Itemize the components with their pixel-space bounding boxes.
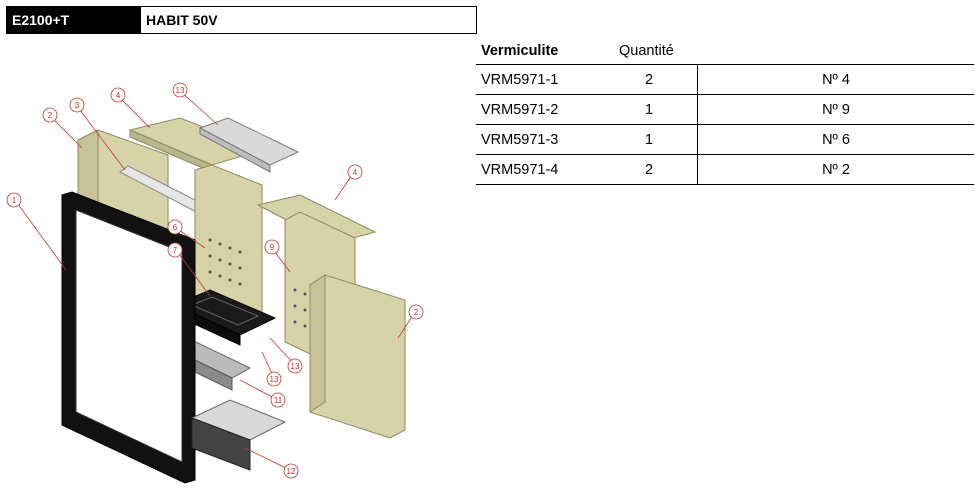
model-label: E2100+T [7, 7, 141, 33]
parts-table: Vermiculite Quantité VRM5971-1 2 Nº 4 VR… [476, 38, 974, 185]
callout-label: 4 [353, 168, 358, 177]
table-row: VRM5971-3 1 Nº 6 [476, 124, 974, 155]
callout-label: 9 [270, 243, 275, 252]
part-quantity: 2 [601, 64, 698, 95]
callout-label: 11 [274, 396, 283, 405]
title-bar: E2100+T HABIT 50V [6, 6, 477, 34]
part-reference: VRM5971-1 [476, 64, 601, 95]
part-reference: VRM5971-3 [476, 124, 601, 155]
callout-label: 7 [173, 246, 178, 255]
table-header-row: Vermiculite Quantité [476, 38, 974, 65]
table-row: VRM5971-4 2 Nº 2 [476, 154, 974, 185]
column-header-quantity: Quantité [619, 43, 674, 59]
callout-label: 6 [173, 223, 178, 232]
exploded-view-diagram: 1 2 3 4 13 4 6 7 9 2 13 13 11 12 [6, 82, 424, 484]
part-number: Nº 4 [697, 64, 974, 95]
callout-label: 4 [116, 91, 121, 100]
part-reference: VRM5971-4 [476, 154, 601, 185]
column-header-vermiculite: Vermiculite [481, 43, 559, 59]
part-quantity: 2 [601, 154, 698, 185]
part-number: Nº 9 [697, 94, 974, 125]
product-label: HABIT 50V [146, 12, 218, 28]
grate-inner [190, 296, 260, 326]
callout-label: 2 [414, 308, 419, 317]
part-quantity: 1 [601, 94, 698, 125]
part-number: Nº 6 [697, 124, 974, 155]
callout-label: 3 [75, 101, 80, 110]
table-row: VRM5971-1 2 Nº 4 [476, 64, 974, 95]
part-number: Nº 2 [697, 154, 974, 185]
callout-label: 13 [270, 375, 279, 384]
callout-label: 13 [291, 362, 300, 371]
callout-label: 13 [176, 86, 185, 95]
callout-label: 12 [287, 467, 296, 476]
door-frame-glass [75, 209, 183, 463]
part-reference: VRM5971-2 [476, 94, 601, 125]
right-side-panel-edge [309, 274, 326, 413]
ash-pan-front [191, 417, 251, 471]
table-row: VRM5971-2 1 Nº 9 [476, 94, 974, 125]
deflector-plate-edge [199, 127, 271, 173]
column-header-blank [698, 38, 975, 65]
callout-label: 2 [48, 111, 53, 120]
callout-label: 1 [12, 196, 17, 205]
part-quantity: 1 [601, 124, 698, 155]
